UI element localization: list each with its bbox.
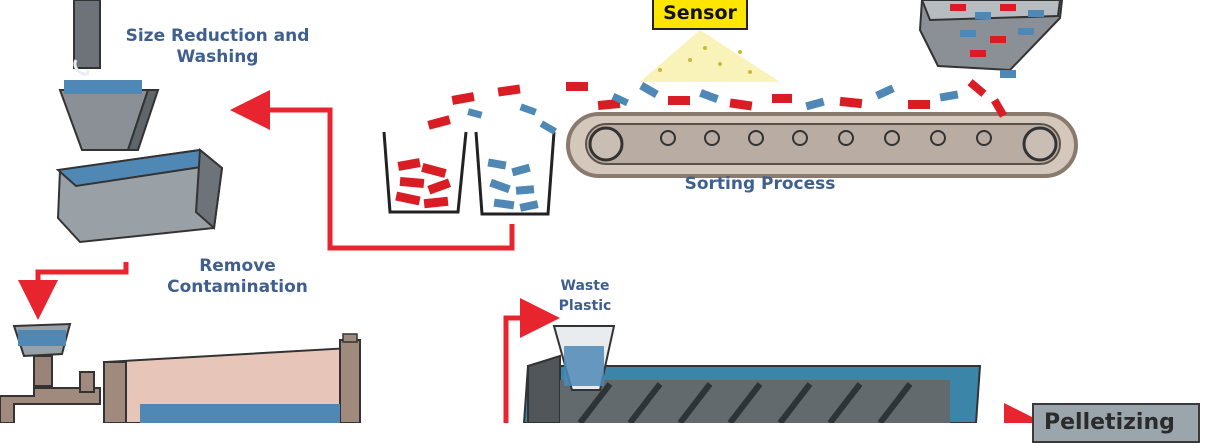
conveyor-belt [566, 112, 1078, 178]
contamination-removal-machine [0, 322, 361, 423]
red-sorting-bin [382, 131, 468, 214]
remove-contamination-label: Remove Contamination [167, 256, 308, 298]
diagram-canvas [0, 0, 1078, 423]
pelletizing-label: Pelletizing [1032, 403, 1200, 443]
size-reduction-label: Size Reduction and Washing [125, 26, 310, 68]
sensor-label: Sensor [652, 0, 748, 30]
blue-sorting-bin [474, 131, 556, 216]
flying-flakes [427, 70, 1016, 135]
sensor-beam [640, 30, 780, 82]
sorting-process-label: Sorting Process [684, 174, 836, 194]
process-arrows [18, 90, 1044, 423]
waste-plastic-label: Waste Plastic [558, 278, 612, 315]
size-reduction-machine [55, 0, 224, 244]
feed-bin [918, 0, 1064, 72]
extruder-machine [522, 325, 982, 423]
